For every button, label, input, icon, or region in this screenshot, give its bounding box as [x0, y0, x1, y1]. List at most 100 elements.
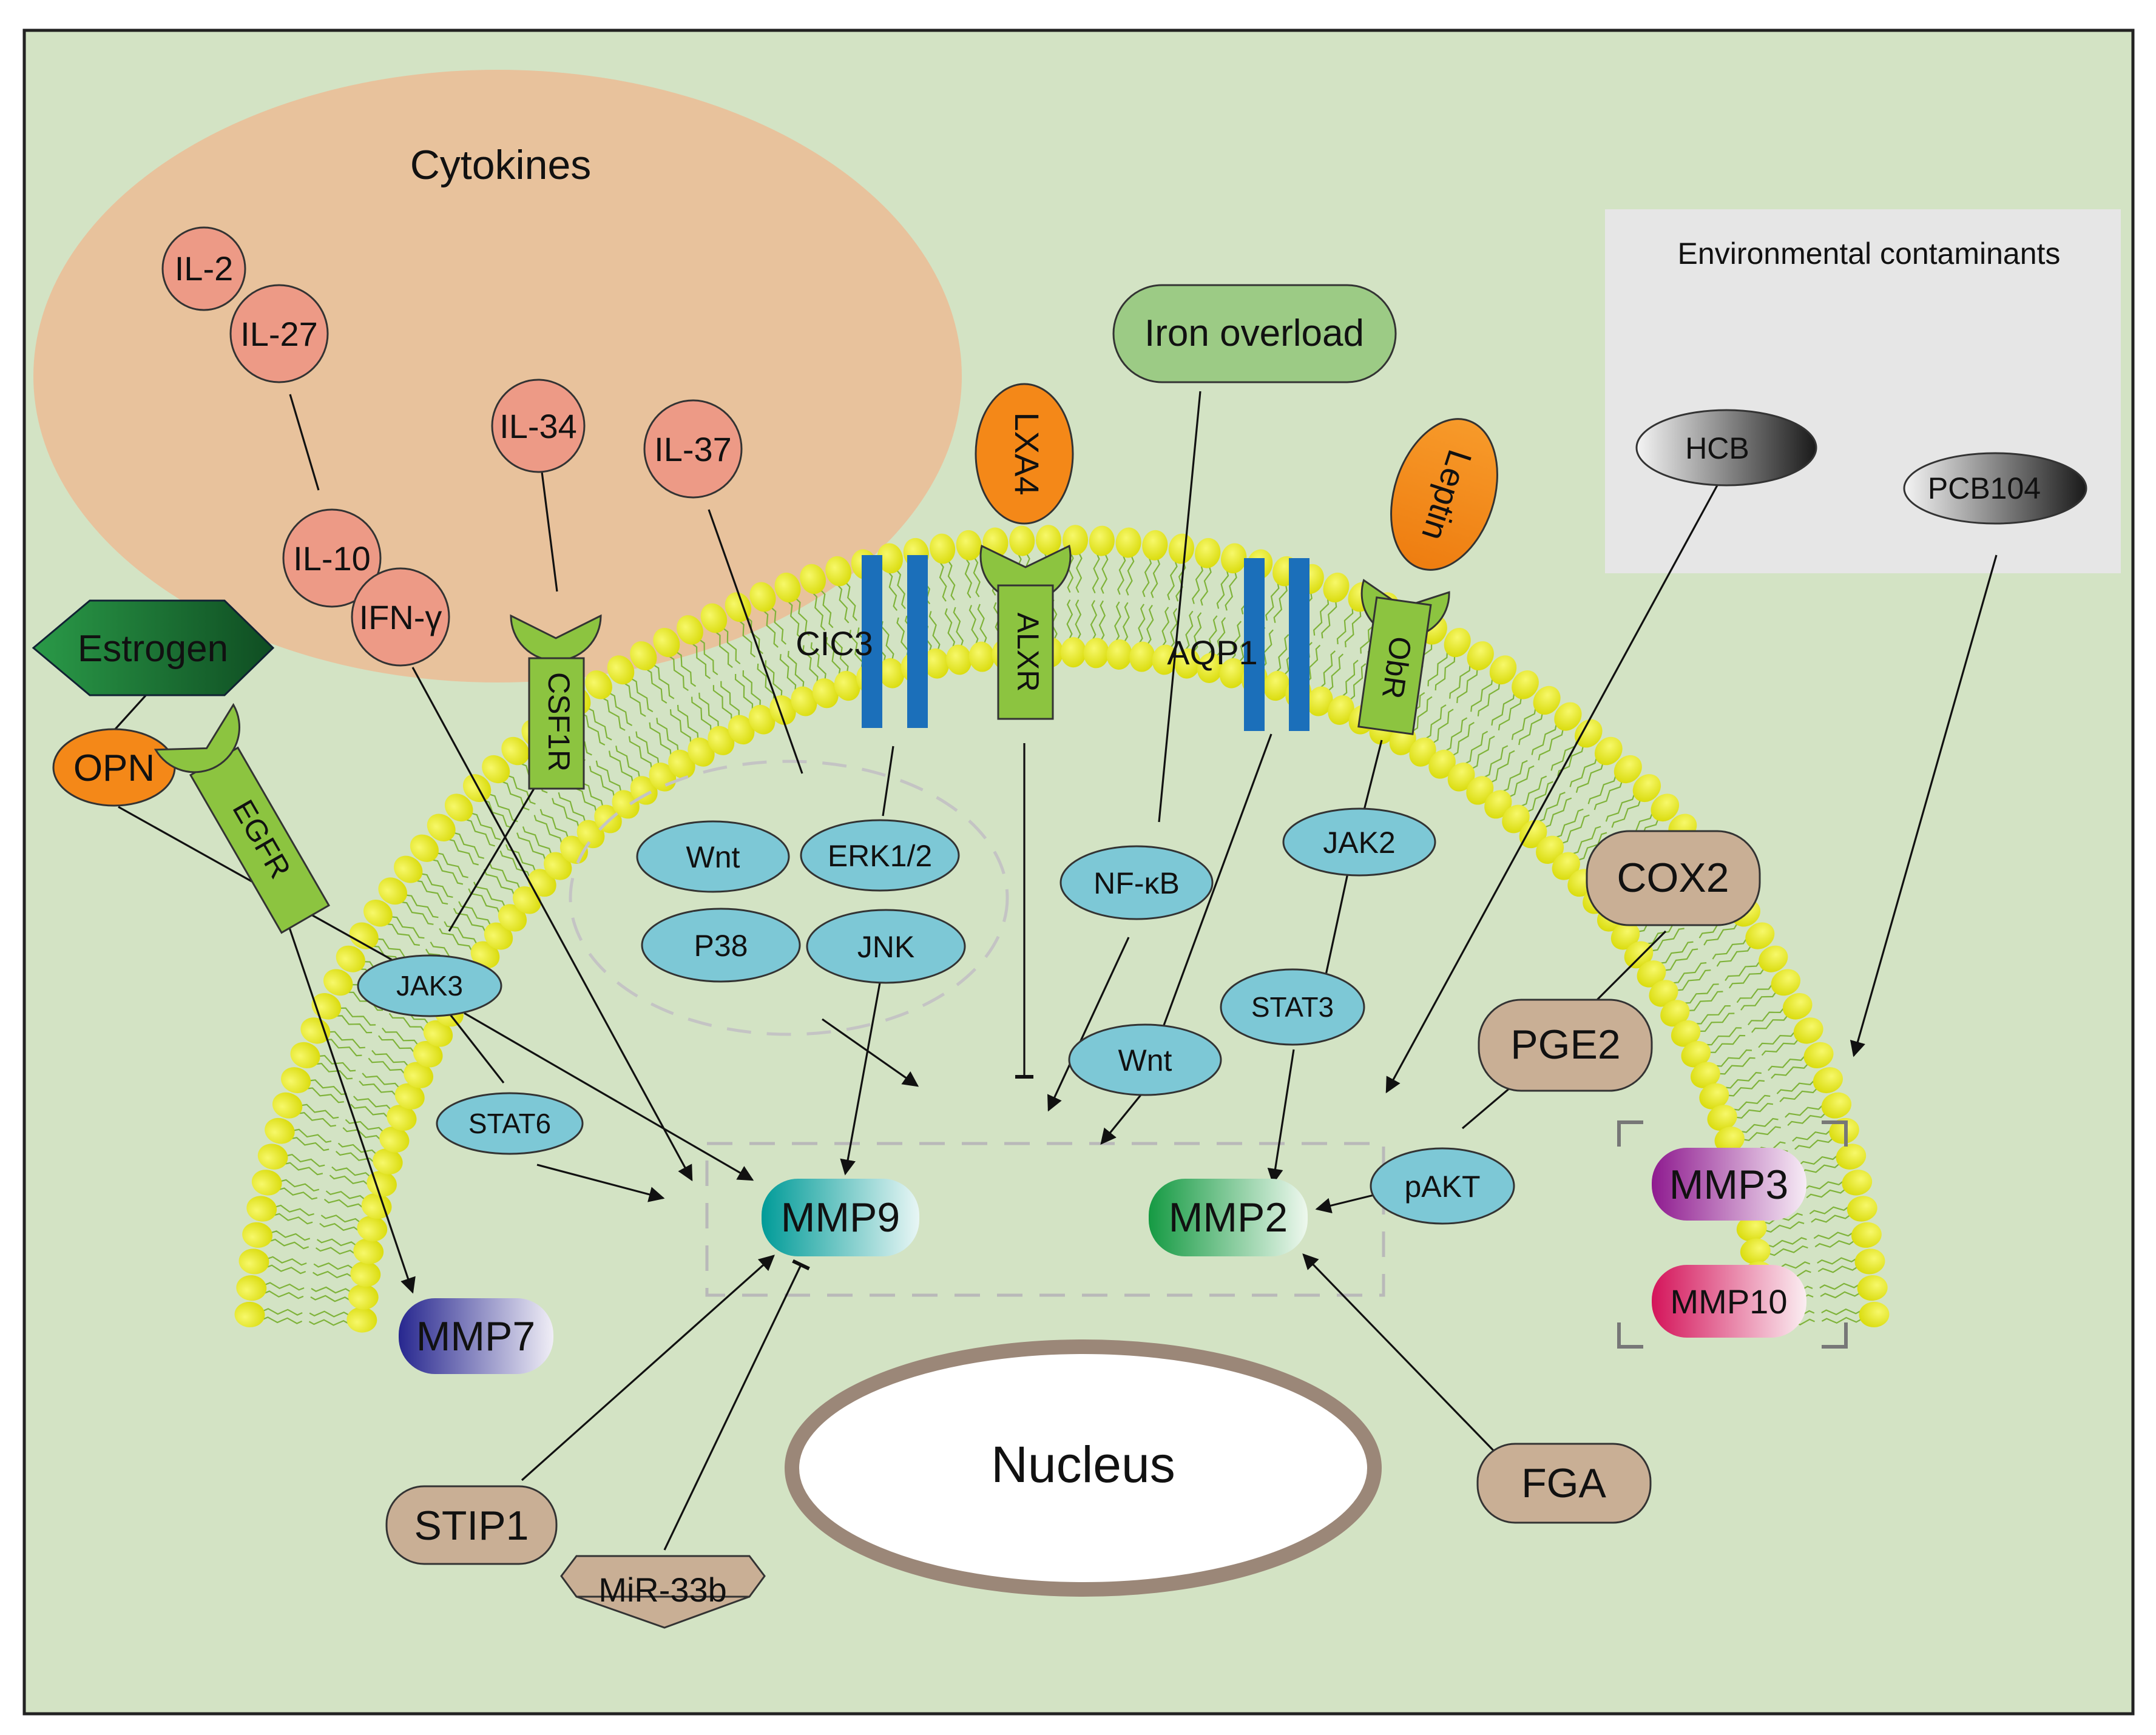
- lxa4-label: LXA4: [1008, 413, 1046, 496]
- lipid-head: [1803, 1042, 1834, 1068]
- jak3-label: JAK3: [396, 970, 463, 1002]
- lipid-tail: [1465, 730, 1489, 764]
- lipid-head: [1851, 1222, 1882, 1248]
- lipid-tail: [1231, 621, 1242, 660]
- lipid-tail: [1587, 775, 1617, 804]
- lipid-tail: [1748, 1008, 1785, 1026]
- lipid-head: [1821, 1092, 1852, 1119]
- lipid-head: [1060, 637, 1086, 668]
- lipid-tail: [825, 637, 841, 675]
- obr-to-jak2-line: [1363, 739, 1383, 810]
- lipid-head: [1745, 922, 1775, 949]
- lipid-tail: [1412, 696, 1433, 732]
- csf1r-label: CSF1R: [542, 672, 576, 772]
- lipid-tail: [1555, 808, 1584, 838]
- lipid-head: [825, 556, 851, 587]
- lipid-head: [1681, 1040, 1711, 1068]
- estrogen-label: Estrogen: [78, 628, 228, 670]
- lipid-tail: [448, 838, 479, 866]
- lipid-tail: [1813, 1231, 1853, 1240]
- mmp7: MMP7: [399, 1298, 553, 1374]
- estrogen: Estrogen: [32, 599, 275, 696]
- lipid-head: [1263, 670, 1290, 701]
- cytokine-il2: IL-2: [161, 226, 246, 311]
- lipid-head: [272, 1092, 303, 1119]
- lipid-tail: [1699, 1012, 1735, 1032]
- lipid-tail: [279, 1187, 318, 1200]
- signal-jak2: JAK2: [1282, 807, 1436, 877]
- lipid-tail: [1715, 1049, 1752, 1067]
- lipid-tail: [265, 1282, 305, 1291]
- lipid-tail: [1660, 941, 1694, 964]
- lipid-head: [1519, 820, 1547, 849]
- lipid-tail: [654, 664, 675, 699]
- lipid-tail: [888, 571, 898, 611]
- lipid-head: [1632, 774, 1661, 803]
- lipid-head: [1323, 572, 1350, 603]
- mmp10-label: MMP10: [1671, 1282, 1788, 1321]
- lipid-tail: [1427, 652, 1448, 687]
- lipid-tail: [1538, 729, 1564, 761]
- lipid-tail: [326, 1039, 362, 1057]
- lipid-head: [1219, 658, 1246, 689]
- lipid-head: [1736, 1216, 1767, 1242]
- ifng-to-mmp9-arrow: [411, 667, 693, 1182]
- lipid-head: [1690, 1062, 1720, 1088]
- lipid-head: [1512, 670, 1539, 699]
- lipid-head: [1306, 686, 1333, 716]
- signal-jnk: JNK: [806, 909, 966, 984]
- lipid-tail: [308, 1319, 349, 1326]
- lipid-tail: [453, 908, 486, 932]
- lipid-head: [1813, 1067, 1843, 1094]
- lipid-tail: [311, 1286, 351, 1294]
- lipid-head: [1575, 719, 1603, 748]
- lipid-tail: [336, 1015, 373, 1034]
- lipid-tail: [1821, 1316, 1862, 1324]
- lipid-tail: [378, 1035, 415, 1053]
- lipid-tail: [837, 584, 850, 624]
- ifng-label: IFN-γ: [359, 598, 442, 636]
- mmp3-label: MMP3: [1669, 1162, 1788, 1208]
- lipid-tail: [1425, 704, 1447, 739]
- lipid-tail: [1142, 558, 1152, 598]
- wnt-2-label: Wnt: [1118, 1043, 1172, 1077]
- lipid-tail: [1593, 781, 1623, 810]
- hcb-label: HCB: [1685, 431, 1749, 465]
- lipid-head: [1129, 641, 1155, 672]
- lipid-tail: [812, 592, 826, 631]
- lipid-tail: [1733, 1094, 1771, 1111]
- lipid-tail: [269, 1238, 309, 1250]
- lipid-head: [350, 1261, 381, 1287]
- lipid-tail: [964, 558, 973, 599]
- lipid-tail: [388, 1012, 425, 1032]
- signal-stat3: STAT3: [1220, 968, 1365, 1046]
- pakt-label: pAKT: [1404, 1170, 1480, 1204]
- lipid-tail: [337, 1142, 377, 1154]
- lipid-tail: [516, 832, 546, 860]
- lipid-head: [630, 641, 657, 671]
- lipid-tail: [1342, 659, 1359, 697]
- cic3-channel: CIC3: [796, 555, 928, 728]
- lipid-tail: [316, 1238, 357, 1247]
- lipid-head: [1466, 776, 1494, 805]
- lipid-tail: [1785, 1105, 1823, 1118]
- lipid-tail: [1521, 775, 1547, 807]
- lipid-tail: [1736, 1102, 1774, 1119]
- lipid-head: [462, 774, 492, 803]
- lipid-tail: [1751, 1015, 1788, 1033]
- lipid-tail: [1688, 991, 1723, 1011]
- lipid-tail: [342, 1127, 381, 1140]
- lipid-tail: [880, 621, 894, 659]
- lipid-tail: [483, 869, 515, 895]
- lipid-tail: [833, 634, 849, 672]
- lipid-tail: [1445, 717, 1468, 752]
- lipid-tail: [1800, 1163, 1840, 1174]
- lipid-head: [1637, 960, 1666, 988]
- lipid-tail: [1452, 721, 1475, 756]
- lipid-head: [1106, 639, 1132, 670]
- lipid-head: [630, 776, 658, 805]
- lipid-tail: [286, 1154, 325, 1167]
- lipid-tail: [353, 1096, 391, 1110]
- lipid-head: [1502, 804, 1530, 834]
